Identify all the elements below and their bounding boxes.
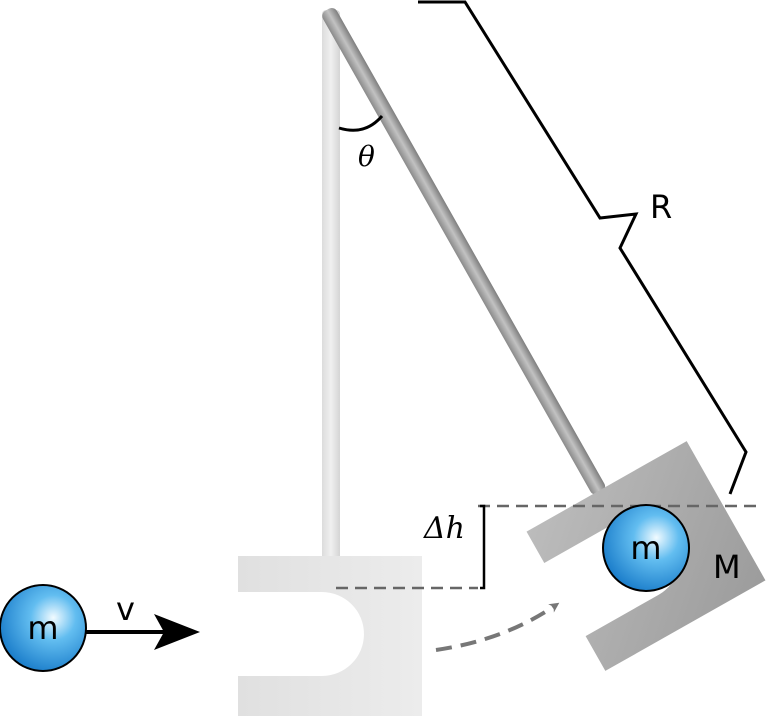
angle-label: θ — [358, 140, 375, 173]
velocity-arrow-head — [154, 614, 200, 650]
pendulum-mass-label: M — [713, 548, 741, 586]
length-label: R — [650, 188, 672, 226]
velocity-label: v — [116, 590, 135, 628]
rest-rod — [322, 10, 340, 565]
embedded-ball — [602, 504, 690, 592]
swing-arrow — [435, 602, 560, 652]
rest-block — [238, 556, 422, 716]
angle-arc — [338, 114, 384, 132]
height-change-label: Δh — [423, 511, 465, 546]
projectile-mass-label: m — [27, 609, 58, 647]
projectile-ball — [0, 584, 87, 672]
swung-rod — [322, 8, 606, 495]
length-bracket — [418, 0, 748, 495]
embedded-mass-label: m — [630, 529, 661, 567]
swung-block — [526, 441, 766, 671]
height-bracket — [480, 504, 486, 590]
